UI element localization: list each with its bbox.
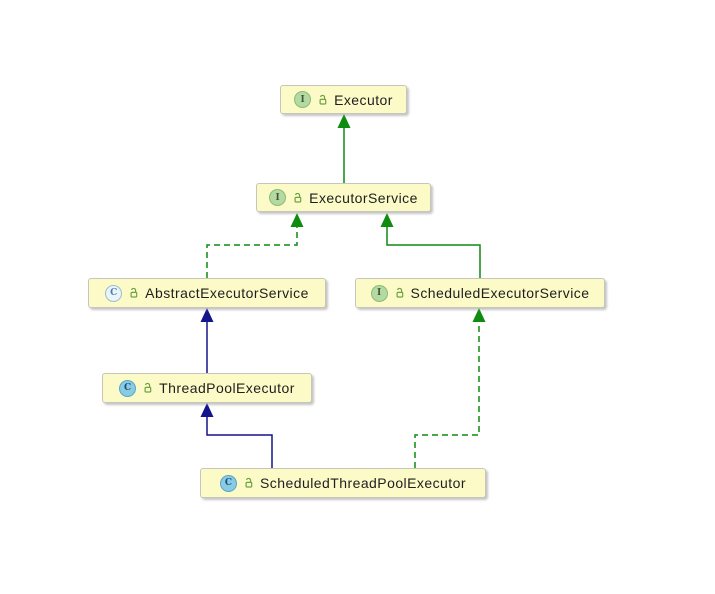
interface-icon: I <box>370 284 388 302</box>
public-open-lock-icon <box>394 287 405 299</box>
edge-abstractexecutorservice-implements-executorservice[interactable] <box>206 213 304 278</box>
edge-scheduledexecutorservice-extends-executorservice[interactable] <box>380 213 481 278</box>
edge-executorservice-extends-executor[interactable] <box>337 114 351 183</box>
class-node-scheduledthreadpoolexecutor[interactable]: C ScheduledThreadPoolExecutor <box>200 468 486 498</box>
arrowhead-icon <box>290 213 304 227</box>
edge-scheduledthreadpoolexecutor-extends-threadpoolexecutor[interactable] <box>200 403 273 468</box>
public-open-lock-icon <box>243 477 254 489</box>
node-label: Executor <box>334 91 393 108</box>
icon-letter: I <box>275 192 280 203</box>
node-label: ExecutorService <box>309 189 418 206</box>
node-label: ScheduledExecutorService <box>410 285 590 301</box>
public-open-lock-icon <box>292 192 303 204</box>
public-open-lock-icon <box>128 287 139 299</box>
interface-icon: I <box>269 189 287 206</box>
icon-letter: C <box>124 383 132 393</box>
class-node-executor[interactable]: I Executor <box>280 85 407 114</box>
arrowhead-icon <box>380 213 394 227</box>
arrowhead-icon <box>472 308 486 322</box>
icon-letter: C <box>110 288 118 298</box>
node-label: AbstractExecutorService <box>145 285 309 301</box>
class-node-scheduledexecutorservice[interactable]: I ScheduledExecutorService <box>355 278 605 308</box>
class-node-threadpoolexecutor[interactable]: C ThreadPoolExecutor <box>102 373 312 403</box>
arrowhead-icon <box>200 308 214 322</box>
class-node-executorservice[interactable]: I ExecutorService <box>256 183 431 212</box>
node-label: ThreadPoolExecutor <box>159 380 295 396</box>
interface-icon: I <box>294 91 312 108</box>
node-label: ScheduledThreadPoolExecutor <box>260 475 466 491</box>
arrowhead-icon <box>200 403 214 417</box>
class-icon: C <box>220 474 238 492</box>
class-node-abstractexecutorservice[interactable]: C AbstractExecutorService <box>88 278 326 308</box>
icon-letter: C <box>224 478 233 488</box>
abstract-class-icon: C <box>105 284 123 302</box>
public-open-lock-icon <box>142 382 153 394</box>
icon-letter: I <box>300 94 305 105</box>
edge-threadpoolexecutor-extends-abstractexecutorservice[interactable] <box>200 308 214 373</box>
arrowhead-icon <box>337 114 351 128</box>
icon-letter: I <box>376 288 382 298</box>
edge-scheduledthreadpoolexecutor-implements-scheduledexecutorservice[interactable] <box>414 308 486 468</box>
class-icon: C <box>119 379 137 397</box>
public-open-lock-icon <box>317 94 328 106</box>
